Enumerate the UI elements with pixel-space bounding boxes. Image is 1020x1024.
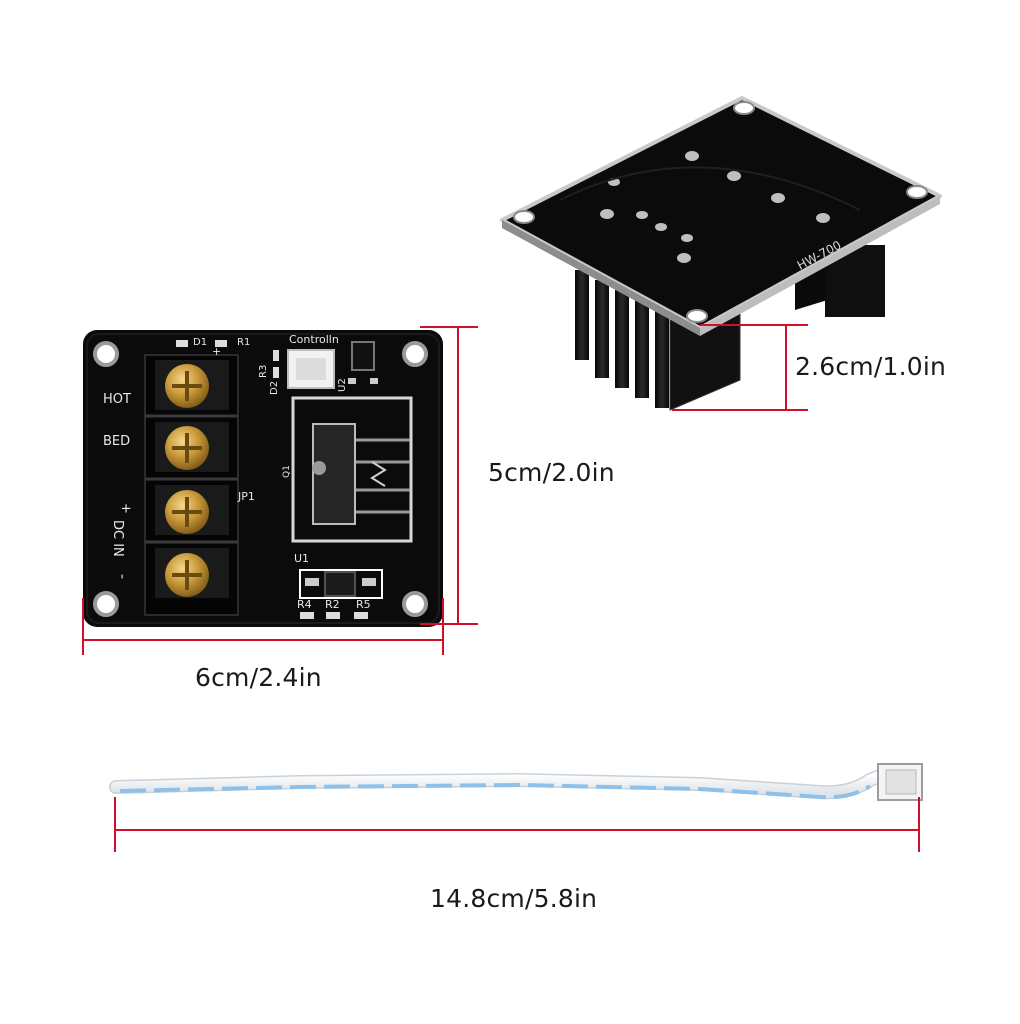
cable-connector [877,763,923,801]
silk-dc-minus: - [114,574,130,579]
screw [165,364,209,408]
silk-r5: R5 [356,598,371,611]
mosfet-area [291,396,413,543]
terminal-block [144,354,239,616]
silk-d1: D1 [193,337,207,348]
silk-q1: Q1 [282,465,292,478]
back-pcb: HW-700 [500,96,942,411]
silk-r4: R4 [297,598,312,611]
mounting-holes [93,341,428,617]
mounting-holes [513,101,928,323]
smd-components [176,340,378,619]
front-pcb: D1 R1 + Controlln R3 D2 U2 HOT BED + DC … [83,330,443,627]
screw [165,553,209,597]
cable-length-label: 14.8cm/5.8in [430,884,598,913]
heatsink-height-label: 2.6cm/1.0in [795,352,947,381]
silk-jp1: JP1 [237,490,255,503]
silk-hot: HOT [103,392,131,407]
u1-chip [299,569,383,599]
silk-dc-in: DC IN [110,520,125,557]
silk-u1: U1 [294,552,309,565]
control-connector [287,349,335,389]
silk-bed: BED [103,434,130,449]
screw [165,426,209,470]
board-height-label: 5cm/2.0in [488,458,615,487]
screw [165,490,209,534]
silk-r2: R2 [325,598,340,611]
silk-u2: U2 [337,378,348,392]
silk-d2: D2 [269,381,280,395]
silk-plus: + [212,345,221,358]
dimension-lines [82,324,920,852]
silk-dc-plus: + [118,503,133,514]
solder-joints [600,151,830,263]
board-width-label: 6cm/2.4in [195,663,322,692]
silk-r1: R1 [237,337,250,348]
silk-r3: R3 [258,365,269,378]
silk-control-in: Controlln [289,333,339,346]
cable [109,763,923,801]
